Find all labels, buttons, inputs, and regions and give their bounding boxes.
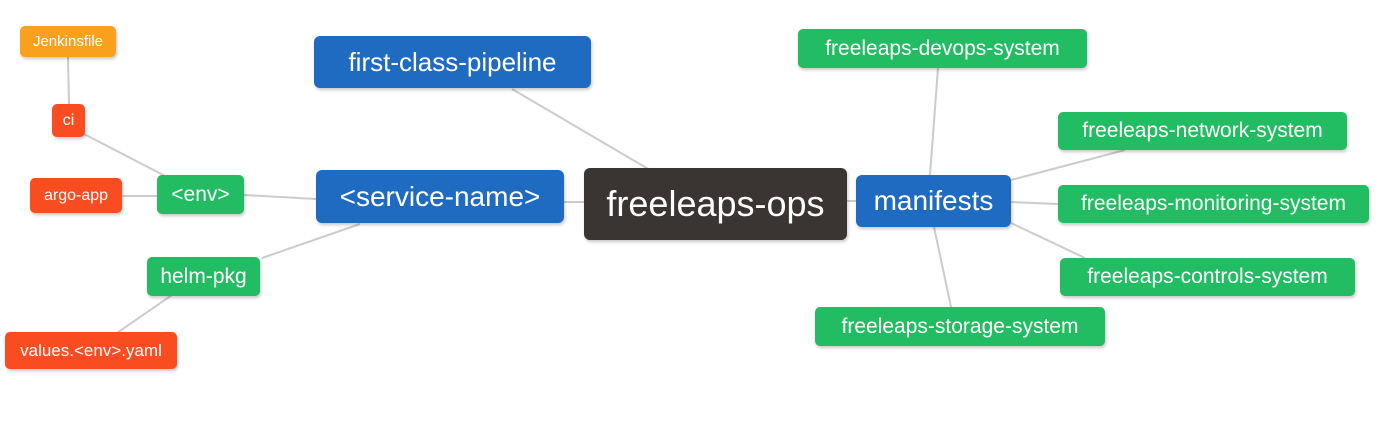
edge-helm-pkg-service-name <box>261 223 361 259</box>
node-manifests[interactable]: manifests <box>856 175 1011 227</box>
edge-values-helm-pkg <box>116 294 173 334</box>
edge-manifests-storage-system <box>933 226 952 308</box>
node-ci[interactable]: ci <box>52 104 85 137</box>
node-freeleaps-storage-system[interactable]: freeleaps-storage-system <box>815 307 1105 346</box>
edge-manifests-monitoring-system <box>1010 201 1059 205</box>
node-helm-pkg[interactable]: helm-pkg <box>147 257 260 296</box>
node-freeleaps-ops[interactable]: freeleaps-ops <box>584 168 847 240</box>
edge-first-class-pipeline-ops <box>511 88 651 171</box>
edge-env-service-name <box>243 194 317 200</box>
edge-manifests-network-system <box>1010 149 1126 181</box>
node-freeleaps-controls-system[interactable]: freeleaps-controls-system <box>1060 258 1355 296</box>
edge-jenkinsfile-ci <box>67 56 70 105</box>
node-values-env-yaml[interactable]: values.<env>.yaml <box>5 332 177 369</box>
node-service-name[interactable]: <service-name> <box>316 170 564 223</box>
node-freeleaps-network-system[interactable]: freeleaps-network-system <box>1058 112 1347 150</box>
node-freeleaps-devops-system[interactable]: freeleaps-devops-system <box>798 29 1087 68</box>
edge-manifests-devops-system <box>929 67 939 176</box>
node-argo-app[interactable]: argo-app <box>30 178 122 213</box>
node-jenkinsfile[interactable]: Jenkinsfile <box>20 26 116 57</box>
edge-manifests-controls-system <box>1010 222 1086 259</box>
node-first-class-pipeline[interactable]: first-class-pipeline <box>314 36 591 88</box>
node-freeleaps-monitoring-system[interactable]: freeleaps-monitoring-system <box>1058 185 1369 223</box>
node-env[interactable]: <env> <box>157 175 244 214</box>
edge-ci-env <box>83 133 168 178</box>
